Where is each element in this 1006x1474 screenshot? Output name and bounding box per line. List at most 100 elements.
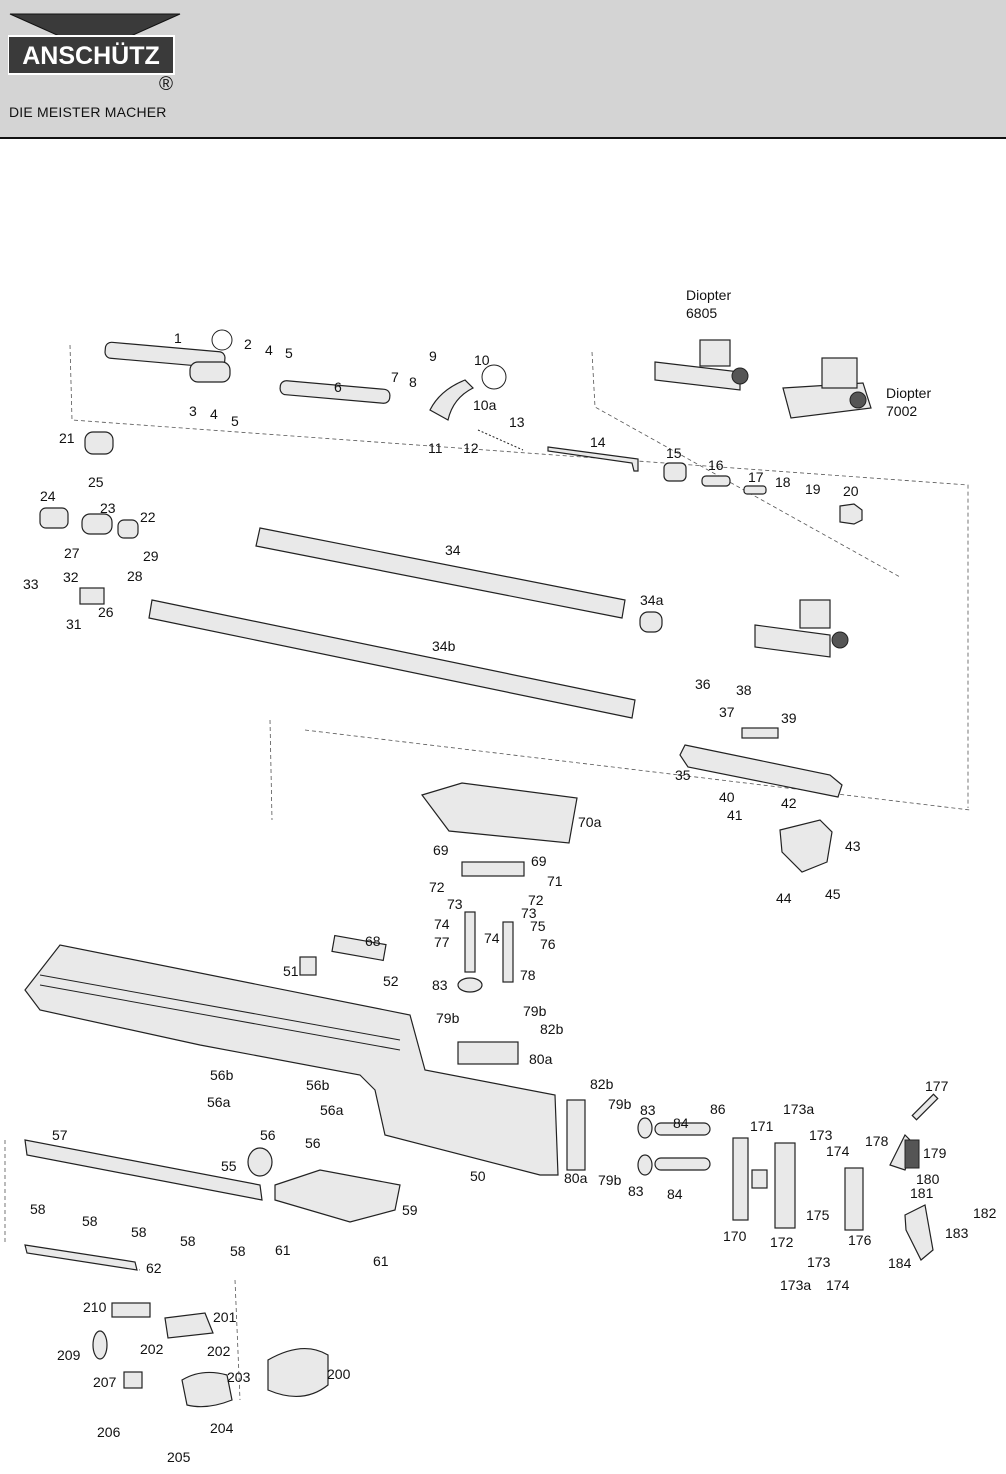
part-label: 22 xyxy=(140,509,156,525)
part-label: 42 xyxy=(781,795,797,811)
part-label: 75 xyxy=(530,918,546,934)
barrel-part-34 xyxy=(255,527,626,619)
part-label: 56a xyxy=(207,1094,231,1110)
part-207-shape xyxy=(123,1371,143,1389)
brand-tagline: DIE MEISTER MACHER xyxy=(9,104,167,120)
part-label: 62 xyxy=(146,1260,162,1276)
part-label: 13 xyxy=(509,414,525,430)
part-label: 84 xyxy=(673,1115,689,1131)
part-label: 14 xyxy=(590,434,606,450)
bolt-body-part-6 xyxy=(279,380,391,404)
part-label: 50 xyxy=(470,1168,486,1184)
part-label: 57 xyxy=(52,1127,68,1143)
part-21-shape xyxy=(84,431,114,455)
part-label: 83 xyxy=(628,1183,644,1199)
part-label: 71 xyxy=(547,873,563,889)
part-label: 31 xyxy=(66,616,82,632)
stock-part-50 xyxy=(24,944,559,1176)
part-label: 56b xyxy=(210,1067,234,1083)
part-label: 178 xyxy=(865,1133,889,1149)
washer-part-83 xyxy=(457,977,483,993)
part-34a-shape xyxy=(639,611,663,633)
part-label: 202 xyxy=(140,1341,164,1357)
part-80a-top-shape xyxy=(457,1041,519,1065)
trigger-part-43 xyxy=(779,819,833,873)
part-label: 32 xyxy=(63,569,79,585)
rail-part-57 xyxy=(24,1139,263,1201)
part-23-shape xyxy=(81,513,113,535)
part-label: 5 xyxy=(285,345,293,361)
part-label: 181 xyxy=(910,1185,934,1201)
part-label: 183 xyxy=(945,1225,969,1241)
cheekpiece-part-70a xyxy=(421,782,578,844)
part-label: 58 xyxy=(180,1233,196,1249)
post-part-78 xyxy=(502,921,514,983)
part-label: 29 xyxy=(143,548,159,564)
part-label: 40 xyxy=(719,789,735,805)
part-label: 27 xyxy=(64,545,80,561)
part-label: 59 xyxy=(402,1202,418,1218)
part-label: 79b xyxy=(598,1172,622,1188)
part-label: 24 xyxy=(40,488,56,504)
part-label: 80a xyxy=(564,1170,588,1186)
part-label: 79b xyxy=(523,1003,547,1019)
part-label: 1 xyxy=(174,330,182,346)
part-210-shape xyxy=(111,1302,151,1318)
part-label: 34b xyxy=(432,638,456,654)
part-label: 37 xyxy=(719,704,735,720)
part-label: 174 xyxy=(826,1277,850,1293)
part-label: 10a xyxy=(473,397,497,413)
part-203-shape xyxy=(181,1371,233,1408)
part-label: 38 xyxy=(736,682,752,698)
part-label: 11 xyxy=(428,440,443,456)
part-17-shape xyxy=(743,485,767,495)
part-label: 33 xyxy=(23,576,39,592)
part-label: 179 xyxy=(923,1145,947,1161)
part-label: 17 xyxy=(748,469,764,485)
label-diopter-7002-a: Diopter xyxy=(886,385,931,401)
part-label: 34 xyxy=(445,542,461,558)
part-label: 55 xyxy=(221,1158,237,1174)
part-label: 15 xyxy=(666,445,682,461)
part-label: 56b xyxy=(306,1077,330,1093)
part-209-shape xyxy=(92,1330,108,1360)
part-label: 19 xyxy=(805,481,821,497)
plate-part-172 xyxy=(774,1142,796,1229)
badge-part-68 xyxy=(331,934,387,962)
part-label: 74 xyxy=(484,930,500,946)
part-51-shape xyxy=(299,956,317,976)
part-label: 70a xyxy=(578,814,602,830)
part-label: 205 xyxy=(167,1449,191,1465)
part-26-shape xyxy=(79,587,105,605)
part-15-shape xyxy=(663,462,687,482)
spring-part-13 xyxy=(477,429,524,451)
part-37-shape xyxy=(741,727,779,739)
part-label: 77 xyxy=(434,934,450,950)
part-label: 79b xyxy=(608,1096,632,1112)
part-label: 39 xyxy=(781,710,797,726)
label-diopter-7002-b: 7002 xyxy=(886,403,917,419)
post-part-77 xyxy=(464,911,476,973)
part-label: 26 xyxy=(98,604,114,620)
brand-name: ANSCHÜTZ xyxy=(22,41,160,70)
part-label: 176 xyxy=(848,1232,872,1248)
part-label: 16 xyxy=(708,457,724,473)
part-label: 210 xyxy=(83,1299,107,1315)
part-label: 4 xyxy=(265,342,273,358)
part-24-shape xyxy=(39,507,69,529)
stock-grooves xyxy=(39,974,401,1051)
part-label: 51 xyxy=(283,963,299,979)
part-label: 69 xyxy=(433,842,449,858)
anschutz-logo: ANSCHÜTZ ® xyxy=(8,13,181,95)
part-label: 203 xyxy=(227,1369,251,1385)
part-label: 173a xyxy=(783,1101,814,1117)
part-label: 58 xyxy=(82,1213,98,1229)
part-label: 56 xyxy=(305,1135,321,1151)
part-16-shape xyxy=(701,475,731,487)
part-label: 6 xyxy=(334,379,342,395)
part-83b-shape xyxy=(637,1117,653,1139)
receiver-part-35 xyxy=(679,744,843,798)
part-label: 41 xyxy=(727,807,743,823)
part-label: 23 xyxy=(100,500,116,516)
part-label: 180 xyxy=(916,1171,940,1187)
